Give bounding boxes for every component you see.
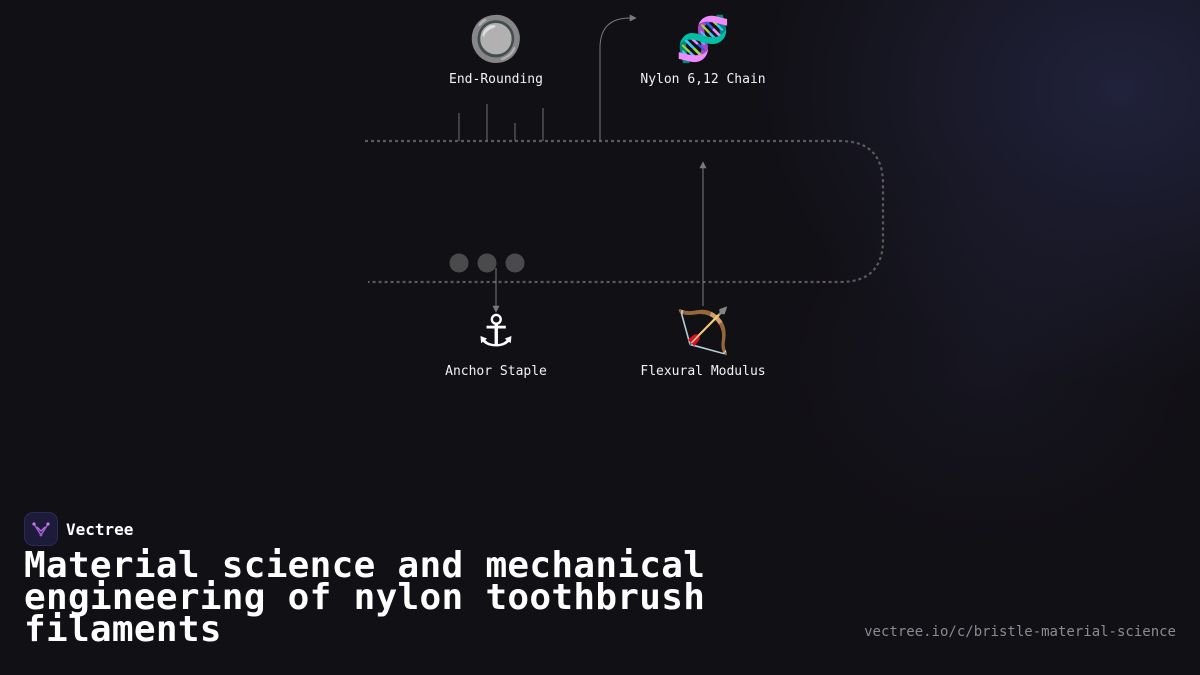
source-url[interactable]: vectree.io/c/bristle-material-science <box>864 624 1176 640</box>
anchor-icon: ⚓ <box>476 306 516 357</box>
progress-dot <box>477 253 497 273</box>
bow-and-arrow-icon: 🏹 <box>675 306 731 357</box>
node-flexural-modulus: 🏹 Flexural Modulus <box>603 306 803 380</box>
curved-connector <box>599 14 637 141</box>
dotted-track <box>365 139 885 284</box>
brand-name: Vectree <box>66 519 134 539</box>
vectree-logo-icon <box>24 512 58 546</box>
node-nylon-chain: 🧬 Nylon 6,12 Chain <box>603 14 803 88</box>
progress-dot <box>449 253 469 273</box>
node-label: End-Rounding <box>449 72 543 87</box>
page-title: Material science and mechanical engineer… <box>24 545 706 650</box>
node-end-rounding: 🔘 End-Rounding <box>396 14 596 88</box>
radio-button-icon: 🔘 <box>468 14 524 65</box>
node-label: Anchor Staple <box>445 364 547 379</box>
node-label: Nylon 6,12 Chain <box>640 72 766 87</box>
brand: Vectree <box>24 512 133 546</box>
dna-icon: 🧬 <box>675 14 731 65</box>
node-label: Flexural Modulus <box>640 364 766 379</box>
node-anchor-staple: ⚓ Anchor Staple <box>396 306 596 380</box>
progress-dot <box>505 253 525 273</box>
